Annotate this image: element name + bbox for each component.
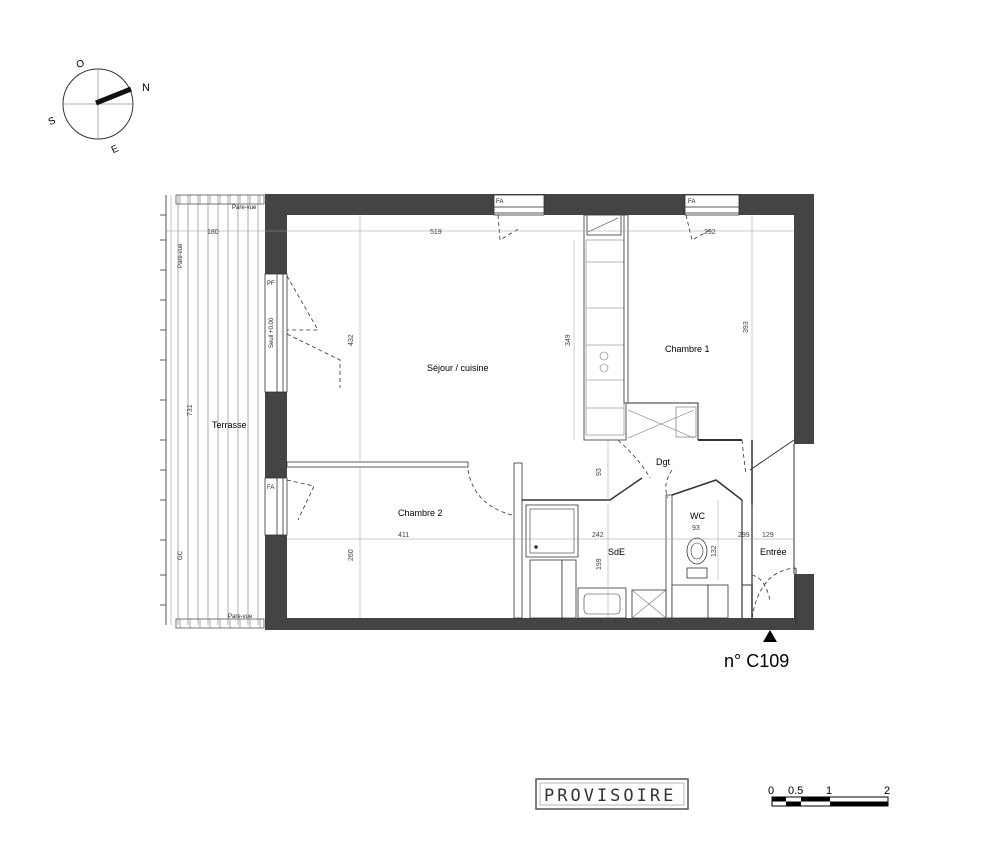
apartment-number: n° C109 [724,651,789,671]
dim-260: 260 [348,549,355,561]
terrace-deck: Pare-vue Pare-vue Pare-vue GC [160,194,265,629]
room-entree-label: Entrée [760,547,787,557]
dim-180: 180 [207,229,219,236]
entrance-arrow-icon [763,630,777,642]
interior-partitions [286,214,795,619]
dim-132: 132 [711,545,718,557]
compass-south-label: S [47,115,58,128]
dimension-lines [166,204,794,619]
seuil-label: Seuil +0.00 [269,317,275,348]
room-sde-label: SdE [608,547,625,557]
compass-north-label: N [142,82,150,94]
dim-199: 199 [596,558,603,570]
pare-vue-top-label: Pare-vue [232,205,257,211]
room-chambre2-label: Chambre 2 [398,508,443,518]
scale-tick-2: 2 [884,785,890,797]
dimension-labels: 180 519 292 432 349 393 731 93 411 242 2… [187,229,774,570]
pf-window-label: PF [267,281,275,287]
compass-east-label: E [110,143,121,156]
room-labels: Séjour / cuisine Chambre 1 Chambre 2 Dgt… [212,344,787,557]
gc-label: GC [178,550,184,560]
dim-292: 292 [704,229,716,236]
scale-tick-1: 1 [826,785,832,797]
scale-bar: 0 0.5 1 2 [768,785,890,807]
pare-vue-side-label: Pare-vue [178,243,184,268]
dim-519: 519 [430,229,442,236]
compass-west-label: O [75,58,87,71]
compass-rose: N O S E [47,58,150,156]
dim-349: 349 [565,334,572,346]
dim-411: 411 [398,532,409,539]
dim-432: 432 [348,334,355,346]
dim-299: 299 [738,532,750,539]
dim-93: 93 [596,468,603,476]
dim-242: 242 [592,532,604,539]
room-wc-label: WC [690,511,705,521]
dim-129: 129 [762,532,774,539]
room-dgt-label: Dgt [656,457,671,467]
dim-393: 393 [743,321,750,333]
fa-window-2-label: FA [688,199,695,205]
dim-93-wc: 93 [692,525,700,532]
fa-window-3-label: FA [267,485,274,491]
dim-731: 731 [187,404,194,416]
stamp-text: PROVISOIRE [544,786,676,806]
windows: FA FA PF Seuil +0.00 FA [264,194,740,536]
scale-tick-05: 0.5 [788,785,803,797]
room-terrasse-label: Terrasse [212,420,247,430]
room-sejour-label: Séjour / cuisine [427,363,489,373]
fa-window-1-label: FA [496,199,503,205]
door-swings [286,214,797,625]
scale-tick-0: 0 [768,785,774,797]
room-chambre1-label: Chambre 1 [665,344,710,354]
pare-vue-bottom-label: Pare-vue [228,614,253,620]
provisoire-stamp: PROVISOIRE [535,778,689,810]
